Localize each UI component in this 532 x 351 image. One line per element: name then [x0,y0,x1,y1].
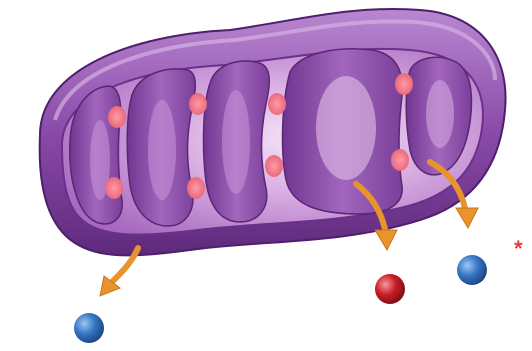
protein-complex [391,149,409,171]
protein-complex [187,177,205,199]
arrow-right-head [456,208,478,228]
arrow-center-head [375,230,397,250]
blue-sphere-right [457,255,487,285]
asterisk-marker: * [514,238,523,260]
released-particles [74,255,487,343]
protein-complex [105,177,123,199]
blue-sphere-left [74,313,104,343]
protein-complex [268,93,286,115]
protein-complex [395,73,413,95]
protein-complex [108,106,126,128]
protein-complex [189,93,207,115]
protein-complex [265,155,283,177]
red-sphere-center [375,274,405,304]
